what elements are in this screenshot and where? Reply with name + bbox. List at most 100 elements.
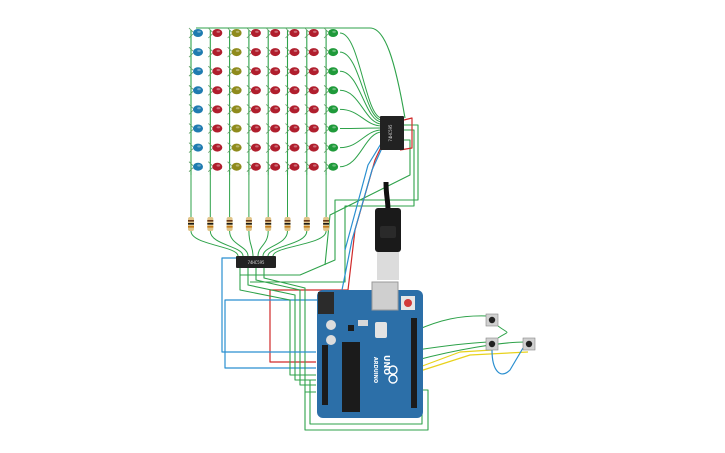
arduino-uno-board[interactable]: UNO ARDUINO xyxy=(317,281,423,418)
wire[interactable] xyxy=(339,70,383,123)
led[interactable] xyxy=(323,46,339,58)
wire[interactable] xyxy=(196,27,406,119)
wire[interactable] xyxy=(229,230,249,257)
wire[interactable] xyxy=(416,341,489,351)
led[interactable] xyxy=(246,142,261,153)
led[interactable] xyxy=(304,46,319,58)
wire[interactable] xyxy=(399,117,413,151)
usb-cable[interactable] xyxy=(375,181,401,280)
led[interactable] xyxy=(246,123,261,134)
led[interactable] xyxy=(265,123,281,134)
led[interactable] xyxy=(208,123,223,134)
led[interactable] xyxy=(285,142,300,153)
led[interactable] xyxy=(323,85,339,96)
wire[interactable] xyxy=(339,129,383,149)
led[interactable] xyxy=(265,46,281,58)
wire[interactable] xyxy=(257,230,269,257)
resistor[interactable] xyxy=(303,217,310,231)
resistor[interactable] xyxy=(207,217,214,231)
wire[interactable] xyxy=(324,139,411,266)
led[interactable] xyxy=(227,104,242,115)
wire[interactable] xyxy=(239,268,316,376)
led[interactable] xyxy=(304,161,319,172)
wire[interactable] xyxy=(339,32,383,119)
led[interactable] xyxy=(323,142,339,153)
led[interactable] xyxy=(285,104,300,115)
pushbutton-3[interactable] xyxy=(522,337,536,351)
resistor[interactable] xyxy=(323,217,330,231)
led[interactable] xyxy=(188,85,203,96)
led[interactable] xyxy=(208,104,223,115)
led[interactable] xyxy=(246,65,261,77)
led[interactable] xyxy=(304,85,319,96)
led[interactable] xyxy=(246,104,261,115)
led[interactable] xyxy=(188,123,203,134)
pushbutton-2[interactable] xyxy=(485,337,499,351)
led[interactable] xyxy=(304,123,319,134)
led[interactable] xyxy=(208,27,223,39)
wire[interactable] xyxy=(344,141,383,251)
led[interactable] xyxy=(208,46,223,58)
wire[interactable] xyxy=(339,51,383,121)
led[interactable] xyxy=(265,65,281,77)
led[interactable] xyxy=(285,46,300,58)
wire[interactable] xyxy=(416,351,529,373)
wire[interactable] xyxy=(221,257,316,353)
resistor[interactable] xyxy=(226,217,233,231)
led[interactable] xyxy=(265,142,281,153)
led[interactable] xyxy=(208,65,223,77)
led[interactable] xyxy=(188,104,203,115)
wire[interactable] xyxy=(339,131,383,168)
led[interactable] xyxy=(246,85,261,96)
wire[interactable] xyxy=(491,347,524,375)
led[interactable] xyxy=(323,161,339,172)
led[interactable] xyxy=(246,27,261,39)
wire[interactable] xyxy=(190,230,239,257)
pushbutton-1[interactable] xyxy=(485,313,499,327)
led[interactable] xyxy=(285,161,300,172)
led[interactable] xyxy=(227,142,242,153)
led[interactable] xyxy=(285,85,300,96)
led[interactable] xyxy=(265,161,281,172)
led[interactable] xyxy=(323,104,339,115)
led[interactable] xyxy=(227,27,242,39)
wire[interactable] xyxy=(272,230,327,257)
led[interactable] xyxy=(265,27,281,39)
led[interactable] xyxy=(304,65,319,77)
wire[interactable] xyxy=(262,230,288,257)
led[interactable] xyxy=(208,142,223,153)
led[interactable] xyxy=(208,85,223,96)
led[interactable] xyxy=(227,123,242,134)
wire[interactable] xyxy=(416,315,489,331)
wire[interactable] xyxy=(339,89,383,125)
led[interactable] xyxy=(246,161,261,172)
wire[interactable] xyxy=(247,268,316,381)
led[interactable] xyxy=(188,27,203,39)
led[interactable] xyxy=(265,85,281,96)
led[interactable] xyxy=(246,46,261,58)
led[interactable] xyxy=(304,142,319,153)
wire[interactable] xyxy=(497,325,508,339)
led[interactable] xyxy=(188,65,203,77)
led[interactable] xyxy=(188,46,203,58)
resistor[interactable] xyxy=(284,217,291,231)
wire[interactable] xyxy=(304,389,429,431)
led[interactable] xyxy=(227,85,242,96)
led[interactable] xyxy=(304,27,319,39)
wire[interactable] xyxy=(416,341,526,361)
wire[interactable] xyxy=(267,230,308,257)
led[interactable] xyxy=(227,161,242,172)
led[interactable] xyxy=(285,27,300,39)
wire[interactable] xyxy=(263,268,316,393)
led[interactable] xyxy=(323,27,339,39)
led[interactable] xyxy=(208,161,223,172)
resistor[interactable] xyxy=(265,217,272,231)
resistor[interactable] xyxy=(245,217,252,231)
led[interactable] xyxy=(285,65,300,77)
wire[interactable] xyxy=(339,127,383,129)
wire[interactable] xyxy=(240,124,419,276)
led[interactable] xyxy=(285,123,300,134)
wire[interactable] xyxy=(209,230,244,257)
led[interactable] xyxy=(188,142,203,153)
reset-button[interactable] xyxy=(404,299,412,307)
